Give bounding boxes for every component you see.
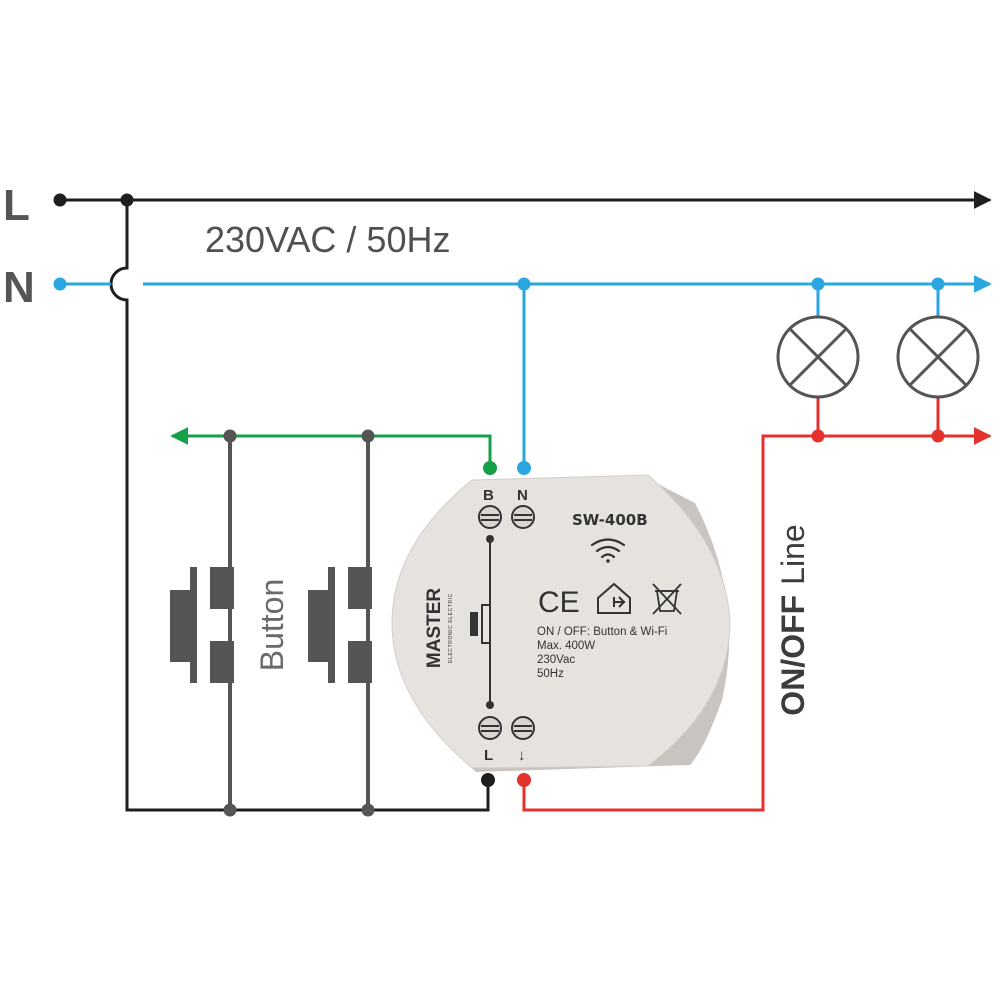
terminal-l-label: L: [484, 747, 493, 764]
spec-line-2: Max. 400W: [537, 640, 595, 652]
voltage-label: 230VAC / 50Hz: [205, 219, 450, 260]
onoff-label: ON/OFF: [775, 595, 811, 716]
terminal-l-screw: [478, 716, 502, 740]
button-label: Button: [254, 579, 290, 672]
lamp-2: [896, 315, 980, 399]
weee-bin-icon: [652, 583, 682, 615]
terminal-n-screw: [511, 505, 535, 529]
live-line-label: L: [3, 181, 30, 230]
spec-line-1: ON / OFF: Button & Wi-Fi: [537, 626, 667, 638]
brand-subtitle: ELECTRONIC ELECTRIC: [448, 593, 454, 663]
internal-switch-symbol: [470, 535, 494, 709]
terminal-out-screw: [511, 716, 535, 740]
terminal-b-label: B: [483, 487, 494, 504]
wifi-icon: [590, 538, 626, 563]
neutral-wire: [53, 275, 992, 475]
live-wire: [53, 191, 992, 812]
push-button-1: [170, 429, 237, 817]
spec-line-3: 230Vac: [537, 654, 575, 666]
button-signal-wire: [170, 427, 497, 475]
switched-output-wire: [517, 398, 992, 812]
ce-mark-icon: CE: [538, 586, 580, 619]
sw-400b-module: B N: [391, 474, 731, 772]
brand-logo: MASTER: [424, 588, 445, 669]
spec-line-4: 50Hz: [537, 668, 564, 680]
terminal-b-screw: [478, 505, 502, 529]
push-button-2: [308, 429, 375, 817]
terminal-n-label: N: [517, 487, 528, 504]
onoff-line-label: ON/OFF Line: [775, 524, 811, 715]
indoor-use-icon: [597, 582, 631, 614]
terminal-out-label: ↓: [518, 747, 526, 764]
lamp-1: [776, 315, 860, 399]
model-name: SW-400B: [572, 511, 648, 529]
line-label: Line: [775, 524, 811, 585]
neutral-line-label: N: [3, 263, 35, 312]
